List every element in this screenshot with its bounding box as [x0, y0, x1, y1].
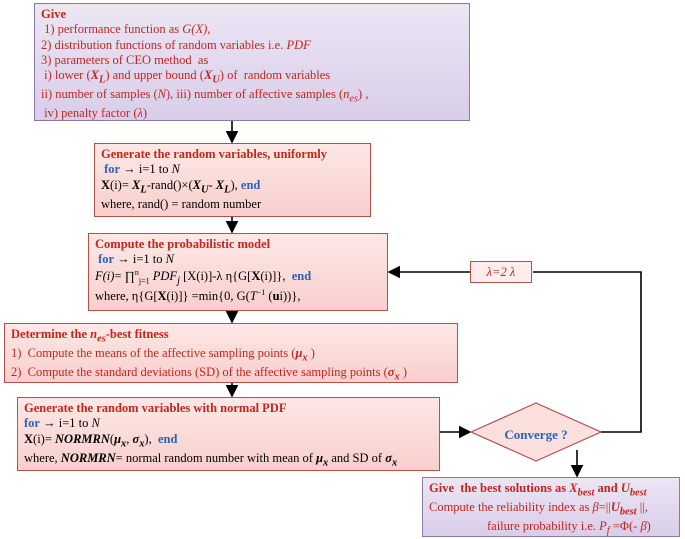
fitness-step-1: 1) Compute the means of the affective sa…: [11, 346, 315, 364]
input-parameters-box: Give 1) performance function as G(X), 2)…: [34, 3, 470, 121]
input-line-3: 3) parameters of CEO method as: [41, 52, 209, 67]
fitness-title: Determine the nes-best fitness: [11, 327, 169, 345]
normal-where: where, NORMRN= normal random number with…: [24, 450, 398, 469]
input-line-4: i) lower (XL) and upper bound (XU) of ra…: [41, 68, 331, 86]
uniform-loop: for → i=1 to N: [104, 162, 180, 177]
input-line-2: 2) distribution functions of random vari…: [41, 37, 311, 52]
results-title: Give the best solutions as Xbest and Ube…: [429, 481, 647, 499]
converge-label: Converge ?: [504, 427, 568, 442]
uniform-title: Generate the random variables, uniformly: [101, 147, 328, 161]
input-line-6: iv) penalty factor (λ): [41, 106, 148, 121]
loop-back-line: [533, 271, 642, 433]
input-title: Give: [41, 7, 66, 21]
results-box: Give the best solutions as Xbest and Ube…: [422, 477, 680, 537]
model-where: where, η{G[X(i)]} =min{0, G(T−1 (ui))},: [95, 287, 301, 304]
model-title: Compute the probabilistic model: [95, 237, 271, 251]
model-loop: for → i=1 to N: [98, 252, 174, 267]
normal-loop: for → i=1 to N: [24, 416, 100, 431]
uniform-where: where, rand() = random number: [101, 196, 262, 211]
normal-title: Generate the random variables with norma…: [24, 401, 287, 415]
input-line-5: ii) number of samples (N), iii) number o…: [41, 87, 369, 105]
fitness-step-2: 2) Compute the standard deviations (SD) …: [11, 365, 408, 383]
normal-formula: X(i)= NORMRN(μx, σx), end: [24, 431, 178, 450]
lambda-update-label: λ=2 λ: [470, 261, 532, 283]
model-formula: F(i)= ∏nj=1 PDFj [X(i)]-λ η{G[X(i)]}, en…: [95, 267, 312, 287]
reliability-index-line: Compute the reliability index as β=||Ube…: [429, 500, 648, 518]
uniform-generation-box: Generate the random variables, uniformly…: [94, 143, 371, 217]
best-fitness-box: Determine the nes-best fitness 1) Comput…: [4, 323, 458, 383]
input-line-1: 1) performance function as G(X),: [41, 22, 211, 37]
failure-probability-line: failure probability i.e. Pf =Φ(- β): [487, 519, 651, 537]
uniform-formula: X(i)= XL-rand()×(XU- XL), end: [101, 177, 261, 196]
